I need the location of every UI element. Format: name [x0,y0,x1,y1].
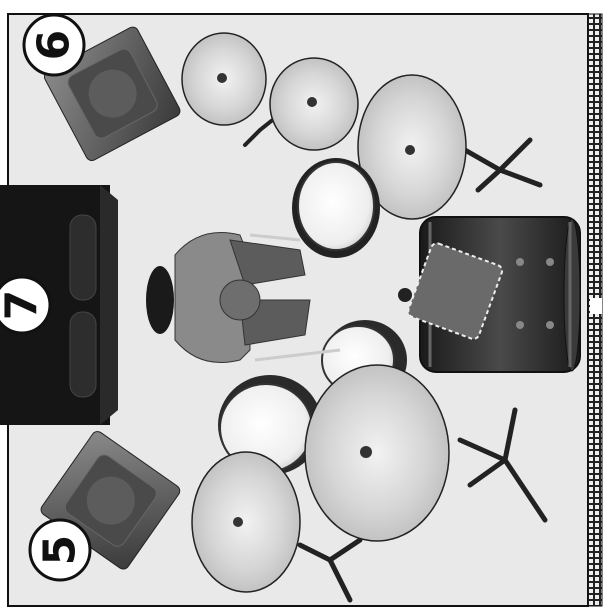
hihat-cymbal [270,58,358,150]
riser-notch [590,298,602,314]
marker-circle-7: 7 [0,277,50,333]
marker-7-label: 7 [0,290,48,321]
kick-beater [398,288,412,302]
crash-cymbal-bottom [192,452,300,592]
marker-circle-5: 5 [30,520,90,580]
ride-cymbal [305,365,449,541]
marker-6-label: 6 [29,30,80,61]
marker-circle-6: 6 [24,15,84,75]
cymbal-upper-left [182,33,266,125]
snare-drum [292,158,380,258]
marker-5-label: 5 [35,535,86,566]
